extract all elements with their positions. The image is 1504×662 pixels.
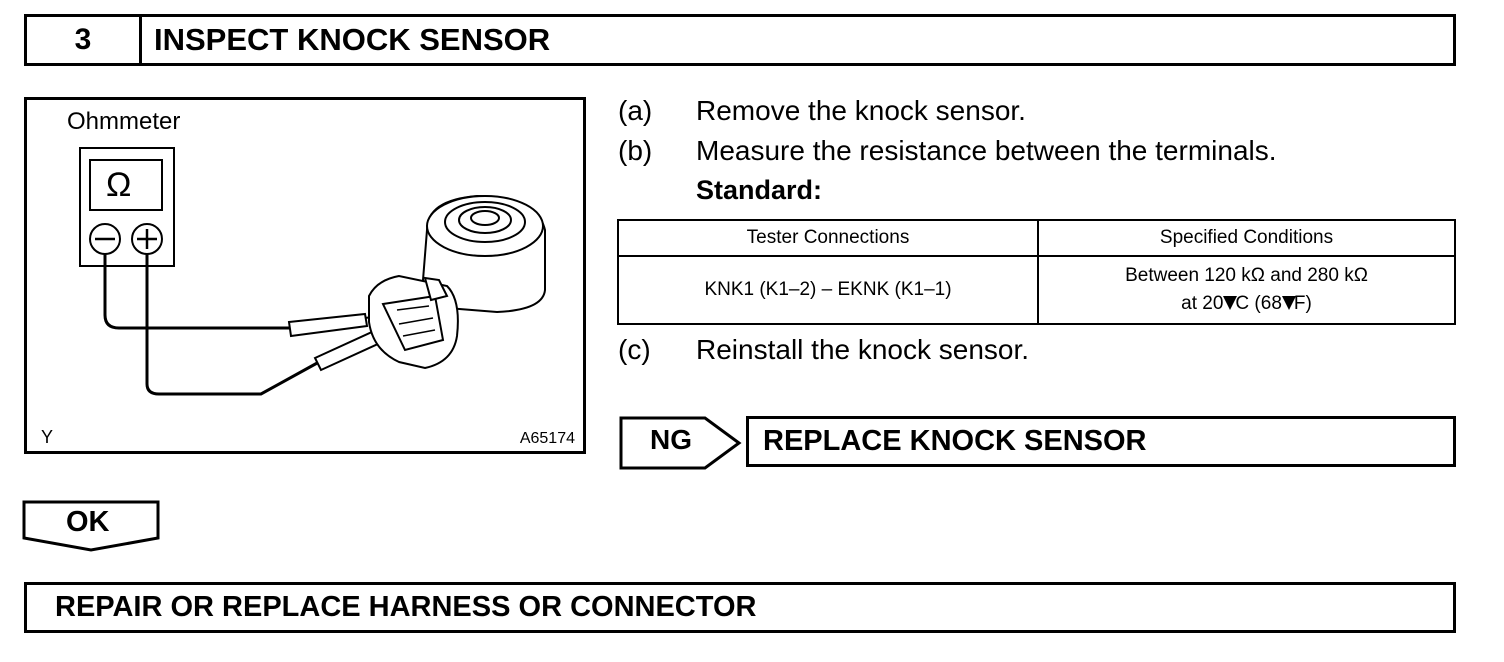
step-title: INSPECT KNOCK SENSOR	[154, 22, 551, 57]
condition-line-1: Between 120 kΩ and 280 kΩ	[1125, 265, 1368, 286]
ng-label: NG	[650, 424, 692, 455]
ok-arrow-icon	[22, 500, 160, 552]
specified-condition-cell: Between 120 kΩ and 280 kΩ at 20 C (68 F)	[1037, 255, 1456, 325]
ok-result-box: REPAIR OR REPLACE HARNESS OR CONNECTOR	[24, 582, 1456, 633]
ohmmeter-sensor-illustration	[79, 147, 546, 396]
instruction-b: (b) Measure the resistance between the t…	[618, 135, 1277, 167]
condition-line-2a: at 20	[1181, 293, 1224, 314]
ohmmeter-label: Ohmmeter	[67, 108, 181, 135]
spec-table: Tester Connections Specified Conditions …	[617, 219, 1456, 325]
instruction-c: (c) Reinstall the knock sensor.	[618, 334, 1029, 366]
standard-label: Standard:	[696, 175, 823, 205]
table-header: Specified Conditions	[1037, 219, 1456, 257]
ng-result-box: REPLACE KNOCK SENSOR	[746, 416, 1456, 467]
instruction-a: (a) Remove the knock sensor.	[618, 95, 1026, 127]
degree-mark-icon	[1281, 296, 1296, 310]
instruction-letter: (c)	[618, 334, 651, 365]
figure-corner-mark: Y	[41, 427, 54, 447]
knock-sensor-figure: Ohmmeter Ω Y A65174	[24, 97, 586, 454]
table-header-row: Tester Connections Specified Conditions	[617, 219, 1456, 257]
figure-code: A65174	[519, 430, 575, 447]
table-header: Tester Connections	[617, 219, 1039, 257]
instruction-text: Reinstall the knock sensor.	[696, 334, 1030, 365]
tester-connection-cell: KNK1 (K1–2) – EKNK (K1–1)	[617, 255, 1039, 325]
condition-line-2c: F)	[1293, 293, 1312, 314]
condition-line-2b: C (68	[1235, 293, 1282, 314]
step-number: 3	[27, 17, 142, 63]
instruction-text: Measure the resistance between the termi…	[696, 135, 1277, 166]
step-header: 3 INSPECT KNOCK SENSOR	[24, 14, 1456, 66]
instruction-letter: (a)	[618, 95, 653, 126]
degree-mark-icon	[1223, 296, 1238, 310]
ng-arrow-icon	[619, 416, 742, 470]
ok-label: OK	[66, 506, 110, 538]
table-row: KNK1 (K1–2) – EKNK (K1–1) Between 120 kΩ…	[617, 255, 1456, 325]
instruction-text: Remove the knock sensor.	[696, 95, 1026, 126]
ohm-symbol: Ω	[106, 166, 132, 204]
instruction-letter: (b)	[618, 135, 653, 166]
